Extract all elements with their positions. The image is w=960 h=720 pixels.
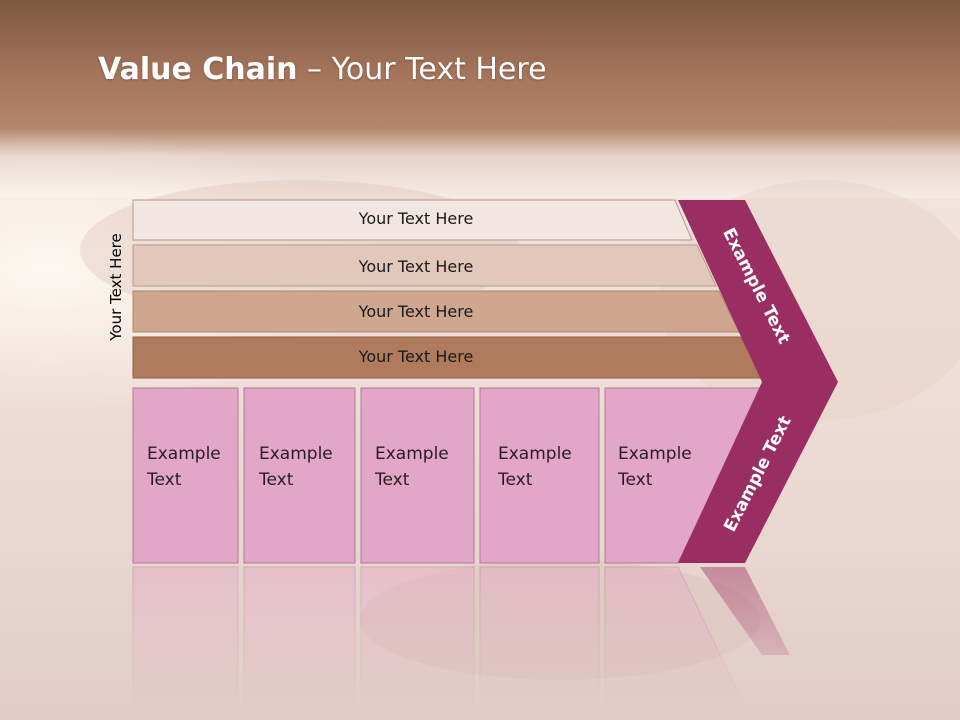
cell-1-line2: Text [258,470,294,490]
cell-2-line2: Text [374,470,410,490]
svg-text:Example: Example [375,444,449,464]
svg-text:Example: Example [259,444,333,464]
diagram-reflection [132,566,790,720]
bar-0-shape [132,199,693,241]
svg-text:Text: Text [146,470,182,490]
bar-0-label: Your Text Here [358,209,474,228]
cell-3: Example Text [479,387,600,564]
cell-4: Example Text [604,387,763,564]
svg-text:Text: Text [374,470,410,490]
cell-0-box [132,387,239,564]
svg-text:Example: Example [498,444,572,464]
cell-0-line1: Example [147,444,221,464]
bar-1-shape [132,244,717,287]
title-bold: Value Chain [98,52,298,87]
cell-0: Example Text [132,387,239,564]
bar-3: Your Text Here [132,336,763,379]
bar-1-label: Your Text Here [358,257,474,276]
cell-3-box [479,387,600,564]
svg-text:Text: Text [258,470,294,490]
cell-4-line1: Example [618,444,692,464]
cell-2-line1: Example [375,444,449,464]
svg-text:Example: Example [618,444,692,464]
bar-0: Your Text Here [132,199,693,241]
svg-text:Text: Text [497,470,533,490]
slide-title: Value Chain – Your Text Here [98,52,547,87]
bar-3-label: Your Text Here [358,347,474,366]
bar-2-label: Your Text Here [358,302,474,321]
margin-chevron-shape [678,200,838,563]
bar-2: Your Text Here [132,290,740,333]
cell-1-box [243,387,356,564]
cell-2: Example Text [360,387,475,564]
svg-text:Example: Example [147,444,221,464]
cell-4-line2: Text [617,470,653,490]
cell-1: Example Text [243,387,356,564]
cell-2-box [360,387,475,564]
cell-3-line2: Text [497,470,533,490]
title-rest: – Your Text Here [297,52,547,87]
cell-0-line2: Text [146,470,182,490]
cell-3-line1: Example [498,444,572,464]
svg-text:Text: Text [617,470,653,490]
cell-1-line1: Example [259,444,333,464]
bar-1: Your Text Here [132,244,717,287]
